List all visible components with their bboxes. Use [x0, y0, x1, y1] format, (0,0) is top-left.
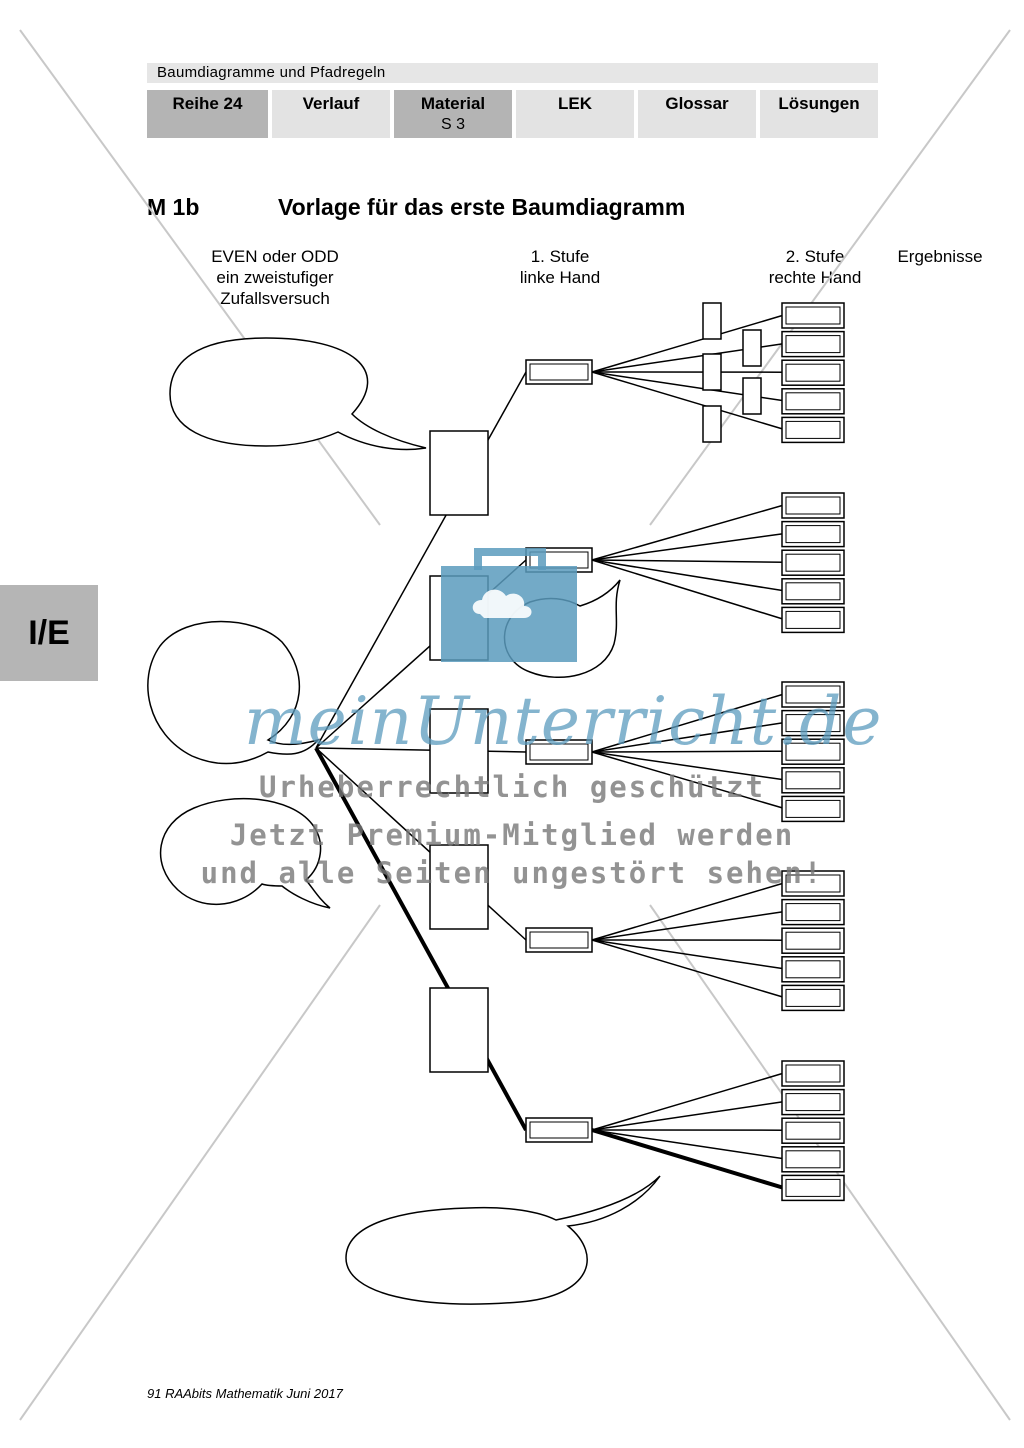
tab-glossar[interactable]: Glossar [638, 90, 756, 138]
probability-box[interactable] [429, 844, 489, 930]
result-box-inner [785, 553, 841, 572]
stage2-branch [591, 1129, 785, 1160]
tab-reihe[interactable]: Reihe 24 [147, 90, 268, 138]
page-title: Vorlage für das erste Baumdiagramm [278, 194, 686, 220]
result-box-inner [785, 1064, 841, 1083]
result-box-inner [785, 610, 841, 629]
probability-box[interactable] [429, 987, 489, 1073]
tab-verlauf[interactable]: Verlauf [272, 90, 390, 138]
result-box-inner [785, 685, 841, 704]
tab-label: Reihe 24 [172, 94, 243, 113]
speech-bubble-middle[interactable] [147, 620, 321, 765]
tab-label: LEK [558, 94, 592, 113]
stage1-node-inner [529, 931, 589, 949]
header-title: Baumdiagramme und Pfadregeln [147, 63, 878, 83]
result-box-inner [785, 1121, 841, 1140]
result-box-inner [785, 1093, 841, 1112]
label-stage2: 2. Stufe rechte Hand [768, 247, 862, 287]
stage1-node-inner [529, 743, 589, 761]
speech-bubble-lower[interactable] [159, 797, 331, 909]
watermark-line-3: und alle Seiten ungestört sehen! [200, 856, 824, 890]
result-box-inner [785, 306, 841, 325]
probability-box[interactable] [429, 430, 489, 516]
speech-bubble-bottom[interactable] [345, 1175, 661, 1305]
watermark-line-2: Jetzt Premium-Mitglied werden [229, 818, 795, 852]
briefcase-icon [441, 548, 577, 662]
speech-bubble-top[interactable] [169, 337, 427, 451]
stage2-branch [591, 504, 785, 561]
stage2-branch [591, 559, 785, 592]
result-box-inner [785, 988, 841, 1007]
label-experiment: EVEN oder ODD ein zweistufiger Zufallsve… [211, 247, 339, 308]
stage2-branch [591, 910, 785, 941]
stage2-branch [591, 693, 785, 753]
result-box-inner [785, 496, 841, 515]
watermark-line-1: Urheberrechtlich geschützt [259, 770, 765, 804]
stage2-branch [591, 532, 785, 561]
stage2-branch [591, 314, 785, 373]
stage2-branch [591, 751, 785, 810]
label-results: Ergebnisse [897, 247, 983, 266]
tab-label: Material [420, 94, 486, 113]
stage2-branch [591, 559, 785, 621]
probability-box-small[interactable] [742, 377, 762, 415]
result-box-inner [785, 771, 841, 790]
stage2-result-boxes [591, 302, 845, 1202]
stage1-node-inner [529, 363, 589, 381]
stage2-branch [591, 939, 785, 999]
result-box-inner [785, 420, 841, 439]
result-box-inner [785, 1178, 841, 1197]
probability-box[interactable] [429, 708, 489, 794]
stage2-branch [591, 882, 785, 941]
stage2-branch [591, 721, 785, 753]
stage2-branch [591, 1100, 785, 1131]
result-box-inner [785, 742, 841, 761]
footer-text: 91 RAAbits Mathematik Juni 2017 [147, 1386, 343, 1401]
tab-label: Lösungen [778, 94, 860, 113]
result-box-inner [785, 1150, 841, 1169]
probability-box-small[interactable] [702, 353, 722, 391]
watermark-logo: meinUnterricht.de [244, 683, 883, 760]
result-box-inner [785, 392, 841, 411]
stage2-branch [591, 559, 785, 563]
stage2-branch [591, 751, 785, 781]
result-box-inner [785, 799, 841, 818]
result-box-inner [785, 874, 841, 893]
probability-box-small[interactable] [742, 329, 762, 367]
result-box-inner [785, 714, 841, 733]
probability-box-small[interactable] [702, 405, 722, 443]
stage2-branch [591, 1072, 785, 1131]
result-box-inner [785, 960, 841, 979]
stage1-node-inner [529, 1121, 589, 1139]
tab-label: Verlauf [302, 94, 360, 113]
probability-box-small[interactable] [702, 302, 722, 340]
result-box-inner [785, 363, 841, 382]
stage2-branch [591, 750, 785, 753]
tab-material[interactable]: Material S 3 [394, 90, 512, 138]
tab-lek[interactable]: LEK [516, 90, 634, 138]
tab-sublabel: S 3 [440, 116, 465, 133]
result-box-inner [785, 582, 841, 601]
result-box-inner [785, 931, 841, 950]
result-box-inner [785, 335, 841, 354]
tab-loesungen[interactable]: Lösungen [760, 90, 878, 138]
result-box-inner [785, 903, 841, 922]
label-stage1: 1. Stufe linke Hand [519, 247, 601, 287]
tab-label: Glossar [665, 94, 729, 113]
stage2-branch [591, 939, 785, 970]
stage2-branch [591, 371, 785, 431]
side-tab: I/E [0, 585, 98, 681]
result-box-inner [785, 525, 841, 544]
